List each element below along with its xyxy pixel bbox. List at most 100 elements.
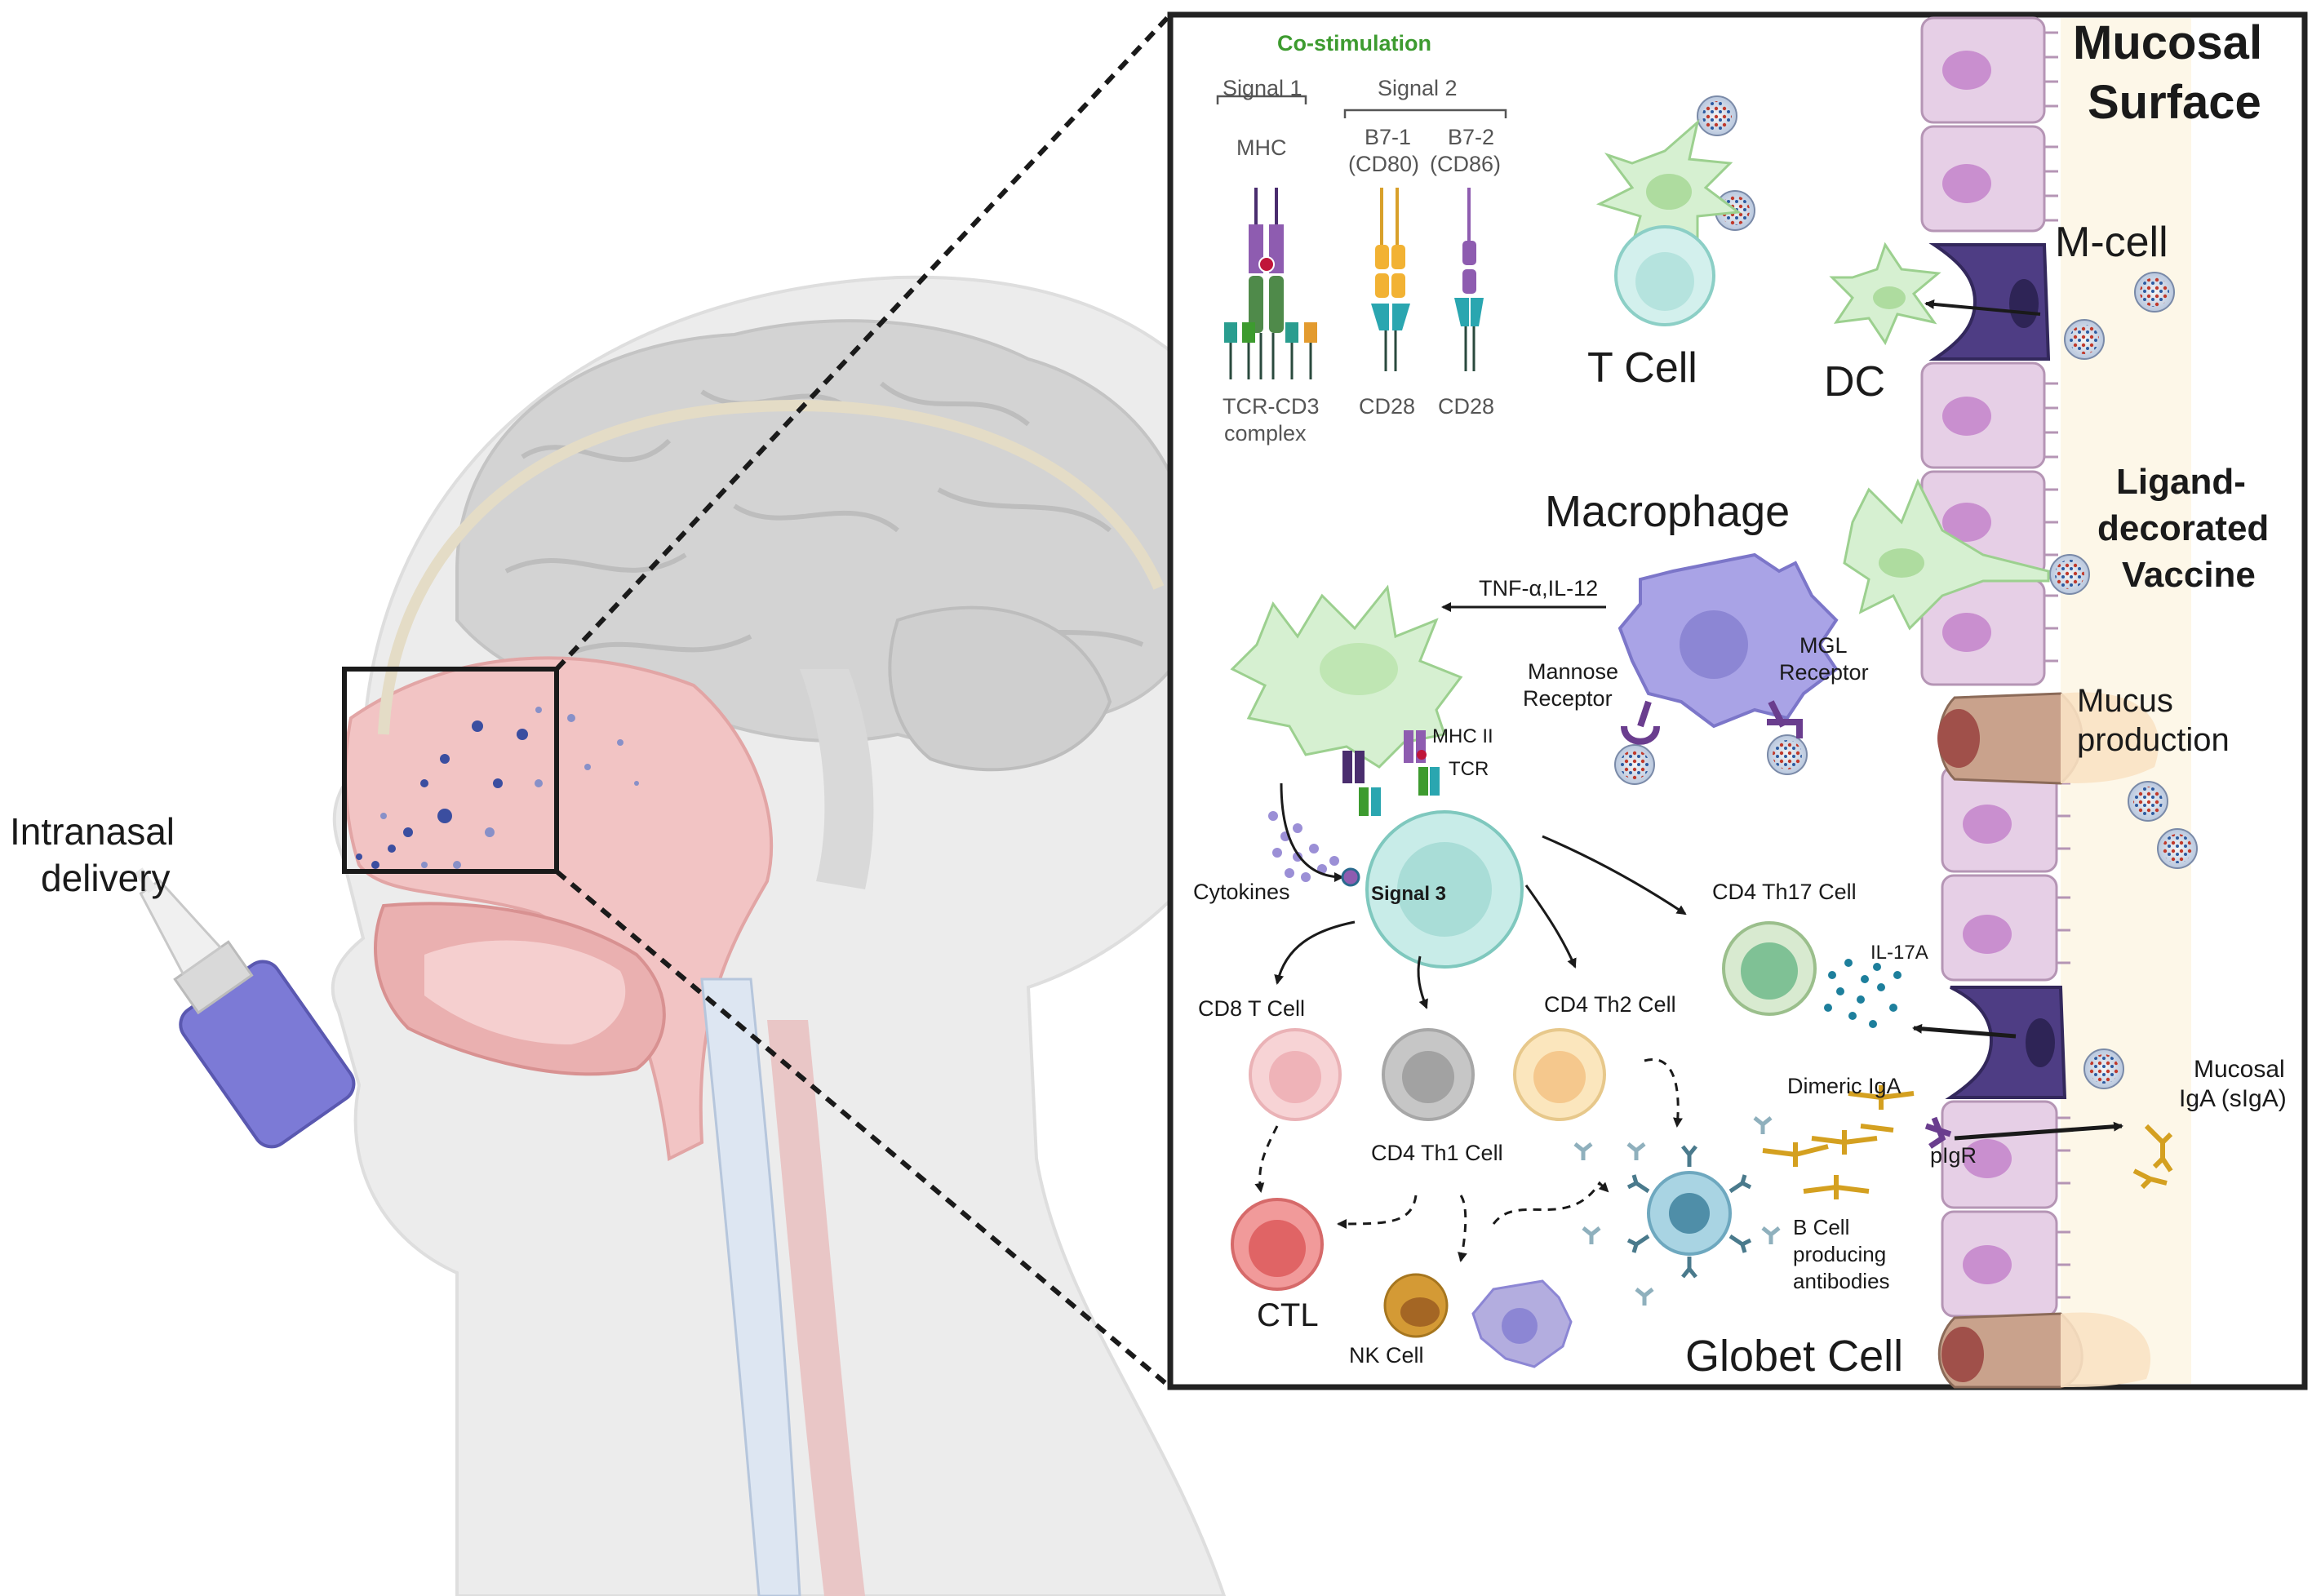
mannose-receptor	[1621, 700, 1660, 745]
cd28-label-a: CD28	[1359, 394, 1415, 419]
skull-outline	[378, 400, 1165, 735]
b-cell-nucleus	[1669, 1193, 1710, 1234]
il17a-label: IL-17A	[1870, 942, 1928, 964]
costim-title: Co-stimulation	[1277, 31, 1431, 55]
macrophage-nucleus	[1680, 610, 1748, 679]
arrow-pigr-to-siga	[1954, 1121, 2123, 1141]
costim-diagram	[1216, 95, 1507, 379]
b71-label-l2: (CD80)	[1348, 152, 1419, 176]
nasal-cavity	[344, 656, 774, 1162]
signal1-label: Signal 1	[1223, 76, 1302, 100]
signal2-label: Signal 2	[1378, 76, 1458, 100]
zoom-line-top	[554, 12, 1173, 672]
dimeric-iga	[1762, 1085, 1915, 1199]
vaccine-particles	[1614, 95, 2198, 1089]
macrophage-small-nucleus	[1502, 1308, 1538, 1344]
tcr-label: TCR	[1449, 758, 1489, 780]
ligand-vaccine-l2: decorated	[2097, 508, 2269, 548]
free-antibodies	[1573, 1116, 1781, 1306]
mgl-label-l2: Receptor	[1779, 660, 1869, 685]
b71-label-l1: B7-1	[1365, 125, 1411, 149]
secretory-iga	[2132, 1124, 2173, 1190]
signal3-receptor	[1341, 867, 1360, 887]
siga-label-l1: Mucosal	[2194, 1056, 2285, 1083]
dc-label: DC	[1824, 358, 1885, 406]
mhcii-tcr-pair	[1342, 730, 1440, 816]
dimeric-iga-label: Dimeric IgA	[1787, 1074, 1902, 1098]
bcell-label-l1: B Cell	[1793, 1215, 1849, 1239]
goblet-cell-upper	[1937, 692, 2159, 785]
arrow-cytokine-to-signal3	[1280, 782, 1344, 882]
cd28-label-b: CD28	[1438, 394, 1494, 419]
il17a-dots	[1824, 959, 1902, 1028]
esophagus	[767, 1020, 865, 1596]
dc-transepithelial	[1843, 478, 2050, 631]
cytokine-dots	[1268, 811, 1339, 882]
dc-presenting-nucleus	[1320, 643, 1398, 695]
ligand-vaccine-l1: Ligand-	[2116, 462, 2246, 502]
ctl-nucleus	[1249, 1220, 1306, 1277]
b72-label-l1: B7-2	[1448, 125, 1494, 149]
nk-label: NK Cell	[1349, 1343, 1424, 1368]
bcell-label-l3: antibodies	[1793, 1269, 1890, 1293]
th17-label: CD4 Th17 Cell	[1712, 880, 1857, 904]
arrow-cd8-to-ctl	[1254, 1125, 1279, 1193]
mannose-label-l1: Mannose	[1528, 659, 1618, 684]
goblet-cell-lower	[1937, 1312, 2151, 1389]
tcell-central-nucleus	[1397, 842, 1492, 937]
mcell-lower-nucleus	[2026, 1018, 2055, 1067]
mucus-label-l1: Mucus	[2077, 683, 2173, 719]
nasal-spray-bottle	[134, 867, 356, 1149]
mgl-receptor	[1767, 700, 1803, 738]
brainstem	[800, 669, 874, 889]
dc-upper-nucleus	[1646, 174, 1692, 210]
mannose-label-l2: Receptor	[1523, 686, 1613, 711]
arrow-to-th1	[1417, 955, 1428, 1009]
zoom-line-bottom	[555, 869, 1172, 1390]
th2-nucleus	[1533, 1051, 1586, 1103]
mhc-label: MHC	[1236, 135, 1287, 160]
cd8-nucleus	[1269, 1051, 1321, 1103]
tcell-upper-nucleus	[1635, 252, 1694, 311]
arrow-mcell-to-il17a	[1912, 1023, 2017, 1039]
macrophage-label: Macrophage	[1545, 487, 1790, 536]
arrow-to-cd8	[1274, 920, 1356, 985]
tnf-label: TNF-α,IL-12	[1479, 576, 1598, 601]
tcell-label: T Cell	[1587, 344, 1697, 392]
th17-nucleus	[1741, 942, 1798, 1000]
mgl-label-l1: MGL	[1799, 633, 1848, 658]
arrow-mcell-to-dc	[1924, 299, 2041, 316]
tcr-cd3-label-l2: complex	[1224, 421, 1307, 446]
arrow-th1-to-nk	[1458, 1195, 1467, 1262]
airway	[700, 978, 801, 1596]
th2-label: CD4 Th2 Cell	[1544, 992, 1676, 1017]
microvilli	[2044, 31, 2070, 1299]
arrow-th1-to-ctl	[1337, 1195, 1418, 1229]
mcell-lower	[1945, 986, 2067, 1099]
arrow-to-th2	[1524, 884, 1577, 969]
signal3-label: Signal 3	[1371, 883, 1446, 905]
tcr-cd3-label-l1: TCR-CD3	[1223, 394, 1320, 419]
pigr-label: pIgR	[1930, 1143, 1977, 1168]
arrow-th2-to-bcell	[1644, 1058, 1683, 1128]
epithelium-column	[1920, 16, 2058, 1318]
ligand-vaccine-l3: Vaccine	[2122, 555, 2256, 595]
mucus-label-l2: production	[2077, 722, 2230, 758]
globet-cell-label: Globet Cell	[1685, 1332, 1903, 1381]
mcell-upper-nucleus	[2009, 279, 2039, 328]
mcell-upper	[1928, 243, 2051, 361]
siga-label-l2: IgA (sIgA)	[2179, 1085, 2287, 1112]
mcell-label: M-cell	[2055, 219, 2168, 266]
ctl-label: CTL	[1257, 1297, 1319, 1333]
cerebellum	[888, 605, 1112, 772]
head-illustration	[331, 275, 1287, 1596]
delivery-label-l1: Intranasal	[10, 810, 175, 853]
dc-mcell-nucleus	[1873, 286, 1906, 309]
mhcii-label: MHC II	[1432, 725, 1493, 747]
antibodies-bcell	[1626, 1145, 1752, 1279]
th1-label: CD4 Th1 Cell	[1371, 1141, 1503, 1165]
cd8-label: CD8 T Cell	[1198, 996, 1305, 1021]
brain-folds	[504, 381, 1144, 655]
nasal-particles	[356, 707, 639, 869]
